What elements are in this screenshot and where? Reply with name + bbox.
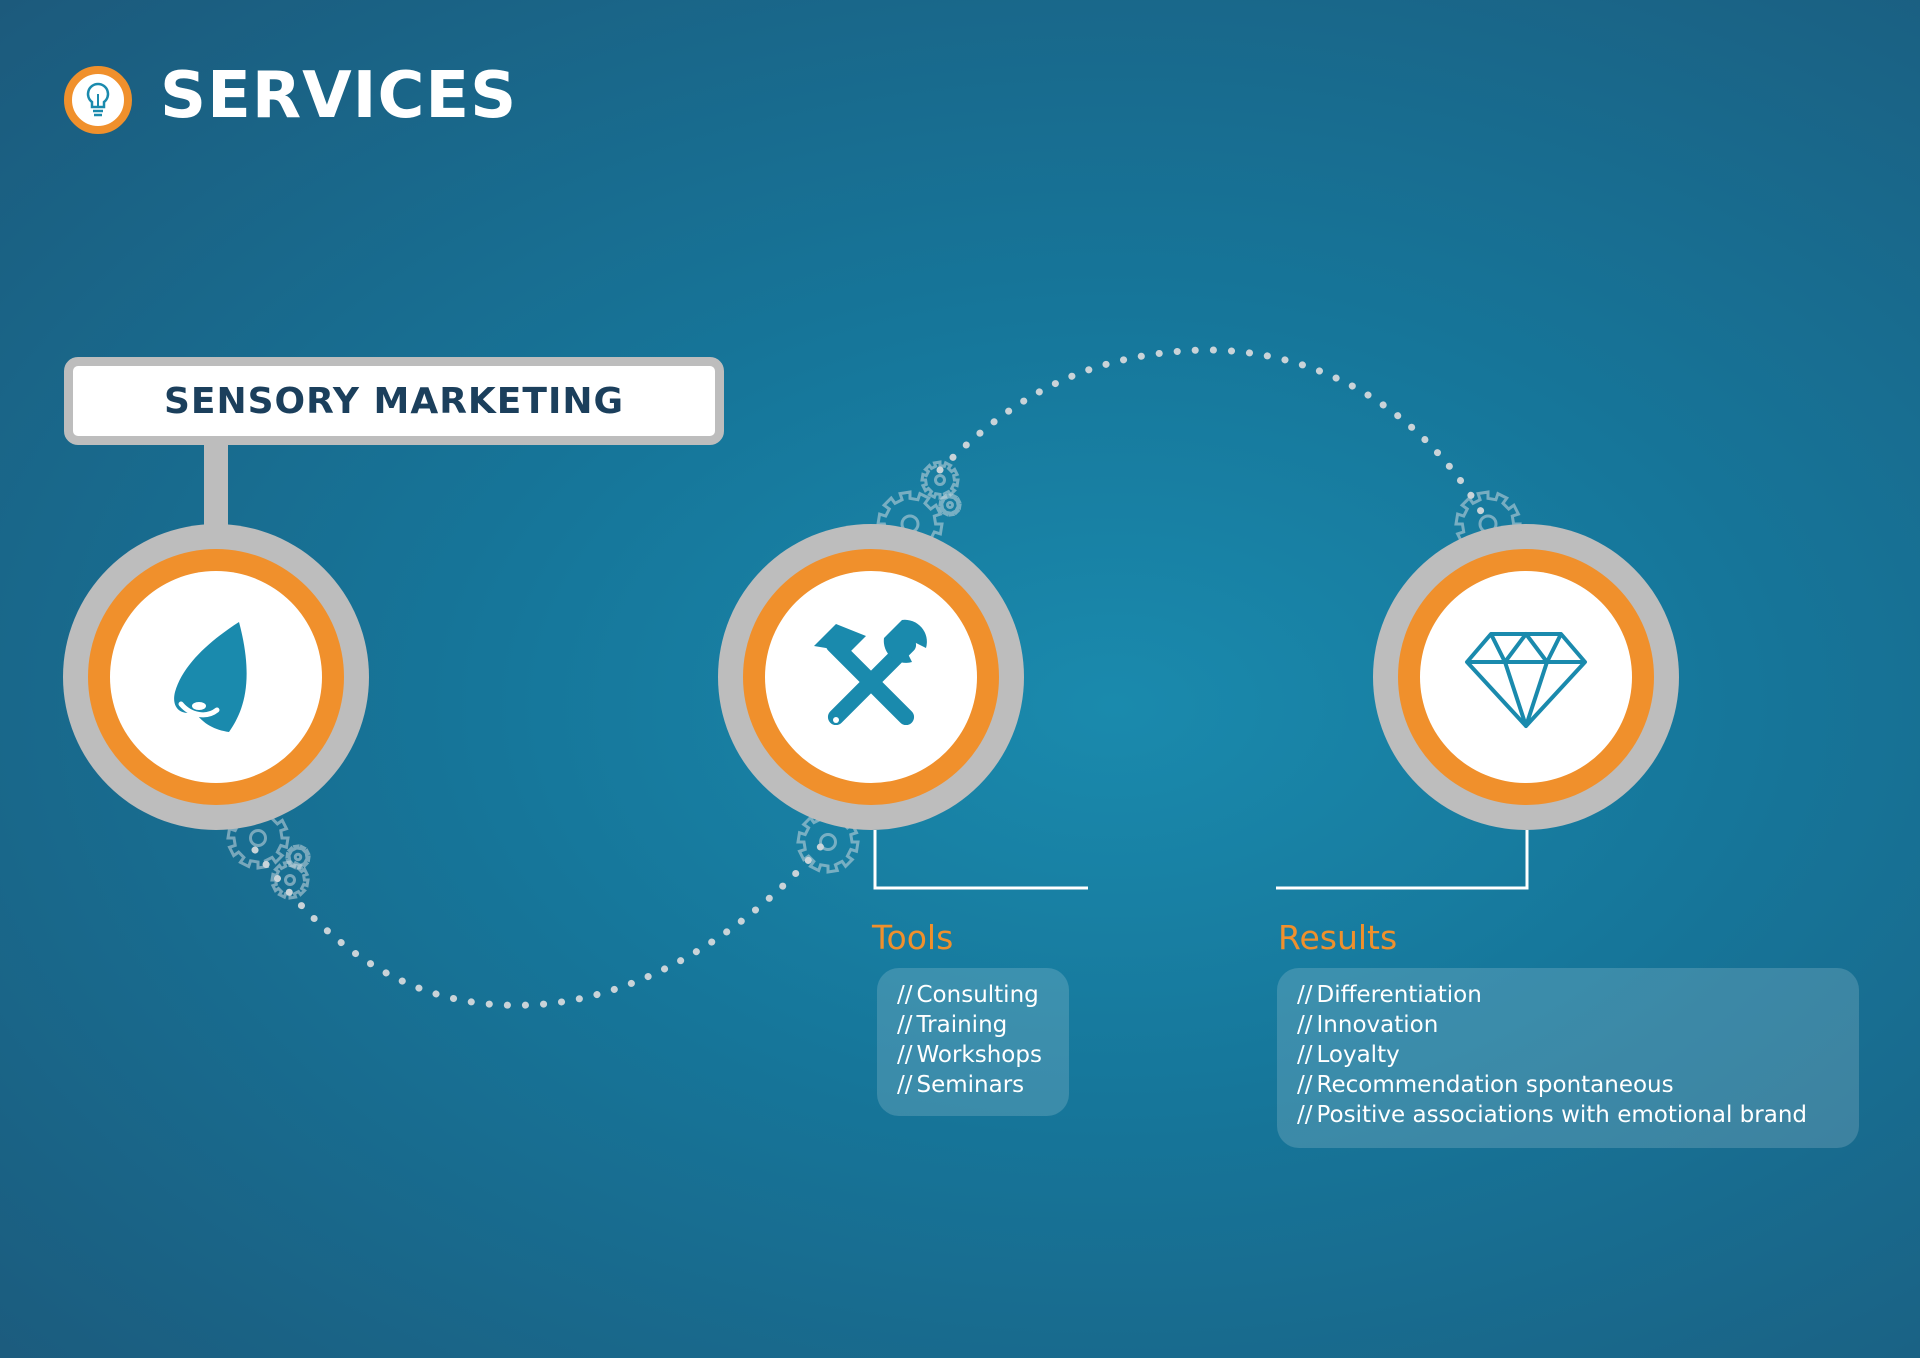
results-list: //Differentiation //Innovation //Loyalty…	[1297, 980, 1841, 1130]
results-connector-line	[1276, 830, 1529, 890]
list-prefix: //	[897, 1012, 913, 1038]
sensory-marketing-label: SENSORY MARKETING	[64, 357, 724, 445]
list-item: //Consulting	[897, 980, 1051, 1010]
tools-heading: Tools	[872, 918, 954, 957]
list-item: //Innovation	[1297, 1010, 1841, 1040]
list-item-text: Recommendation spontaneous	[1316, 1072, 1674, 1098]
nose-icon	[174, 622, 247, 732]
list-prefix: //	[897, 982, 913, 1008]
list-item-text: Seminars	[916, 1072, 1025, 1098]
stage-ring	[1373, 524, 1679, 830]
lightbulb-icon	[64, 66, 132, 134]
list-item: //Workshops	[897, 1040, 1051, 1070]
list-prefix: //	[1297, 982, 1313, 1008]
gear-icon	[938, 493, 962, 517]
gear-icon	[285, 844, 311, 870]
tools-list: //Consulting //Training //Workshops //Se…	[897, 980, 1051, 1100]
results-heading: Results	[1278, 918, 1398, 957]
stage-results	[1373, 524, 1679, 830]
list-item-text: Training	[916, 1012, 1008, 1038]
list-item: //Seminars	[897, 1070, 1051, 1100]
list-item: //Loyalty	[1297, 1040, 1841, 1070]
results-list-box: //Differentiation //Innovation //Loyalty…	[1277, 968, 1859, 1148]
dotted-path-lower	[251, 834, 832, 1009]
list-prefix: //	[1297, 1042, 1313, 1068]
list-prefix: //	[1297, 1072, 1313, 1098]
label-connector	[204, 444, 228, 530]
list-prefix: //	[897, 1072, 913, 1098]
list-item-text: Loyalty	[1316, 1042, 1400, 1068]
dotted-path-upper	[936, 346, 1490, 524]
stage-tools	[718, 524, 1024, 830]
list-prefix: //	[897, 1042, 913, 1068]
list-item: //Recommendation spontaneous	[1297, 1070, 1841, 1100]
hammer-wrench-icon	[814, 619, 927, 726]
list-item: //Differentiation	[1297, 980, 1841, 1010]
stage-sense	[63, 524, 369, 830]
page-title: SERVICES	[160, 59, 518, 133]
list-prefix: //	[1297, 1012, 1313, 1038]
list-item-text: Innovation	[1316, 1012, 1439, 1038]
label-text: SENSORY MARKETING	[163, 380, 625, 422]
list-item-text: Positive associations with emotional bra…	[1316, 1102, 1808, 1128]
gear-icon	[920, 460, 960, 500]
list-item-text: Workshops	[916, 1042, 1042, 1068]
list-item: //Training	[897, 1010, 1051, 1040]
list-item-text: Consulting	[916, 982, 1039, 1008]
diamond-icon	[1465, 632, 1587, 728]
list-prefix: //	[1297, 1102, 1313, 1128]
list-item-text: Differentiation	[1316, 982, 1482, 1008]
tools-list-box: //Consulting //Training //Workshops //Se…	[877, 968, 1069, 1116]
tools-connector-line	[873, 830, 1088, 890]
list-item: //Positive associations with emotional b…	[1297, 1100, 1841, 1130]
